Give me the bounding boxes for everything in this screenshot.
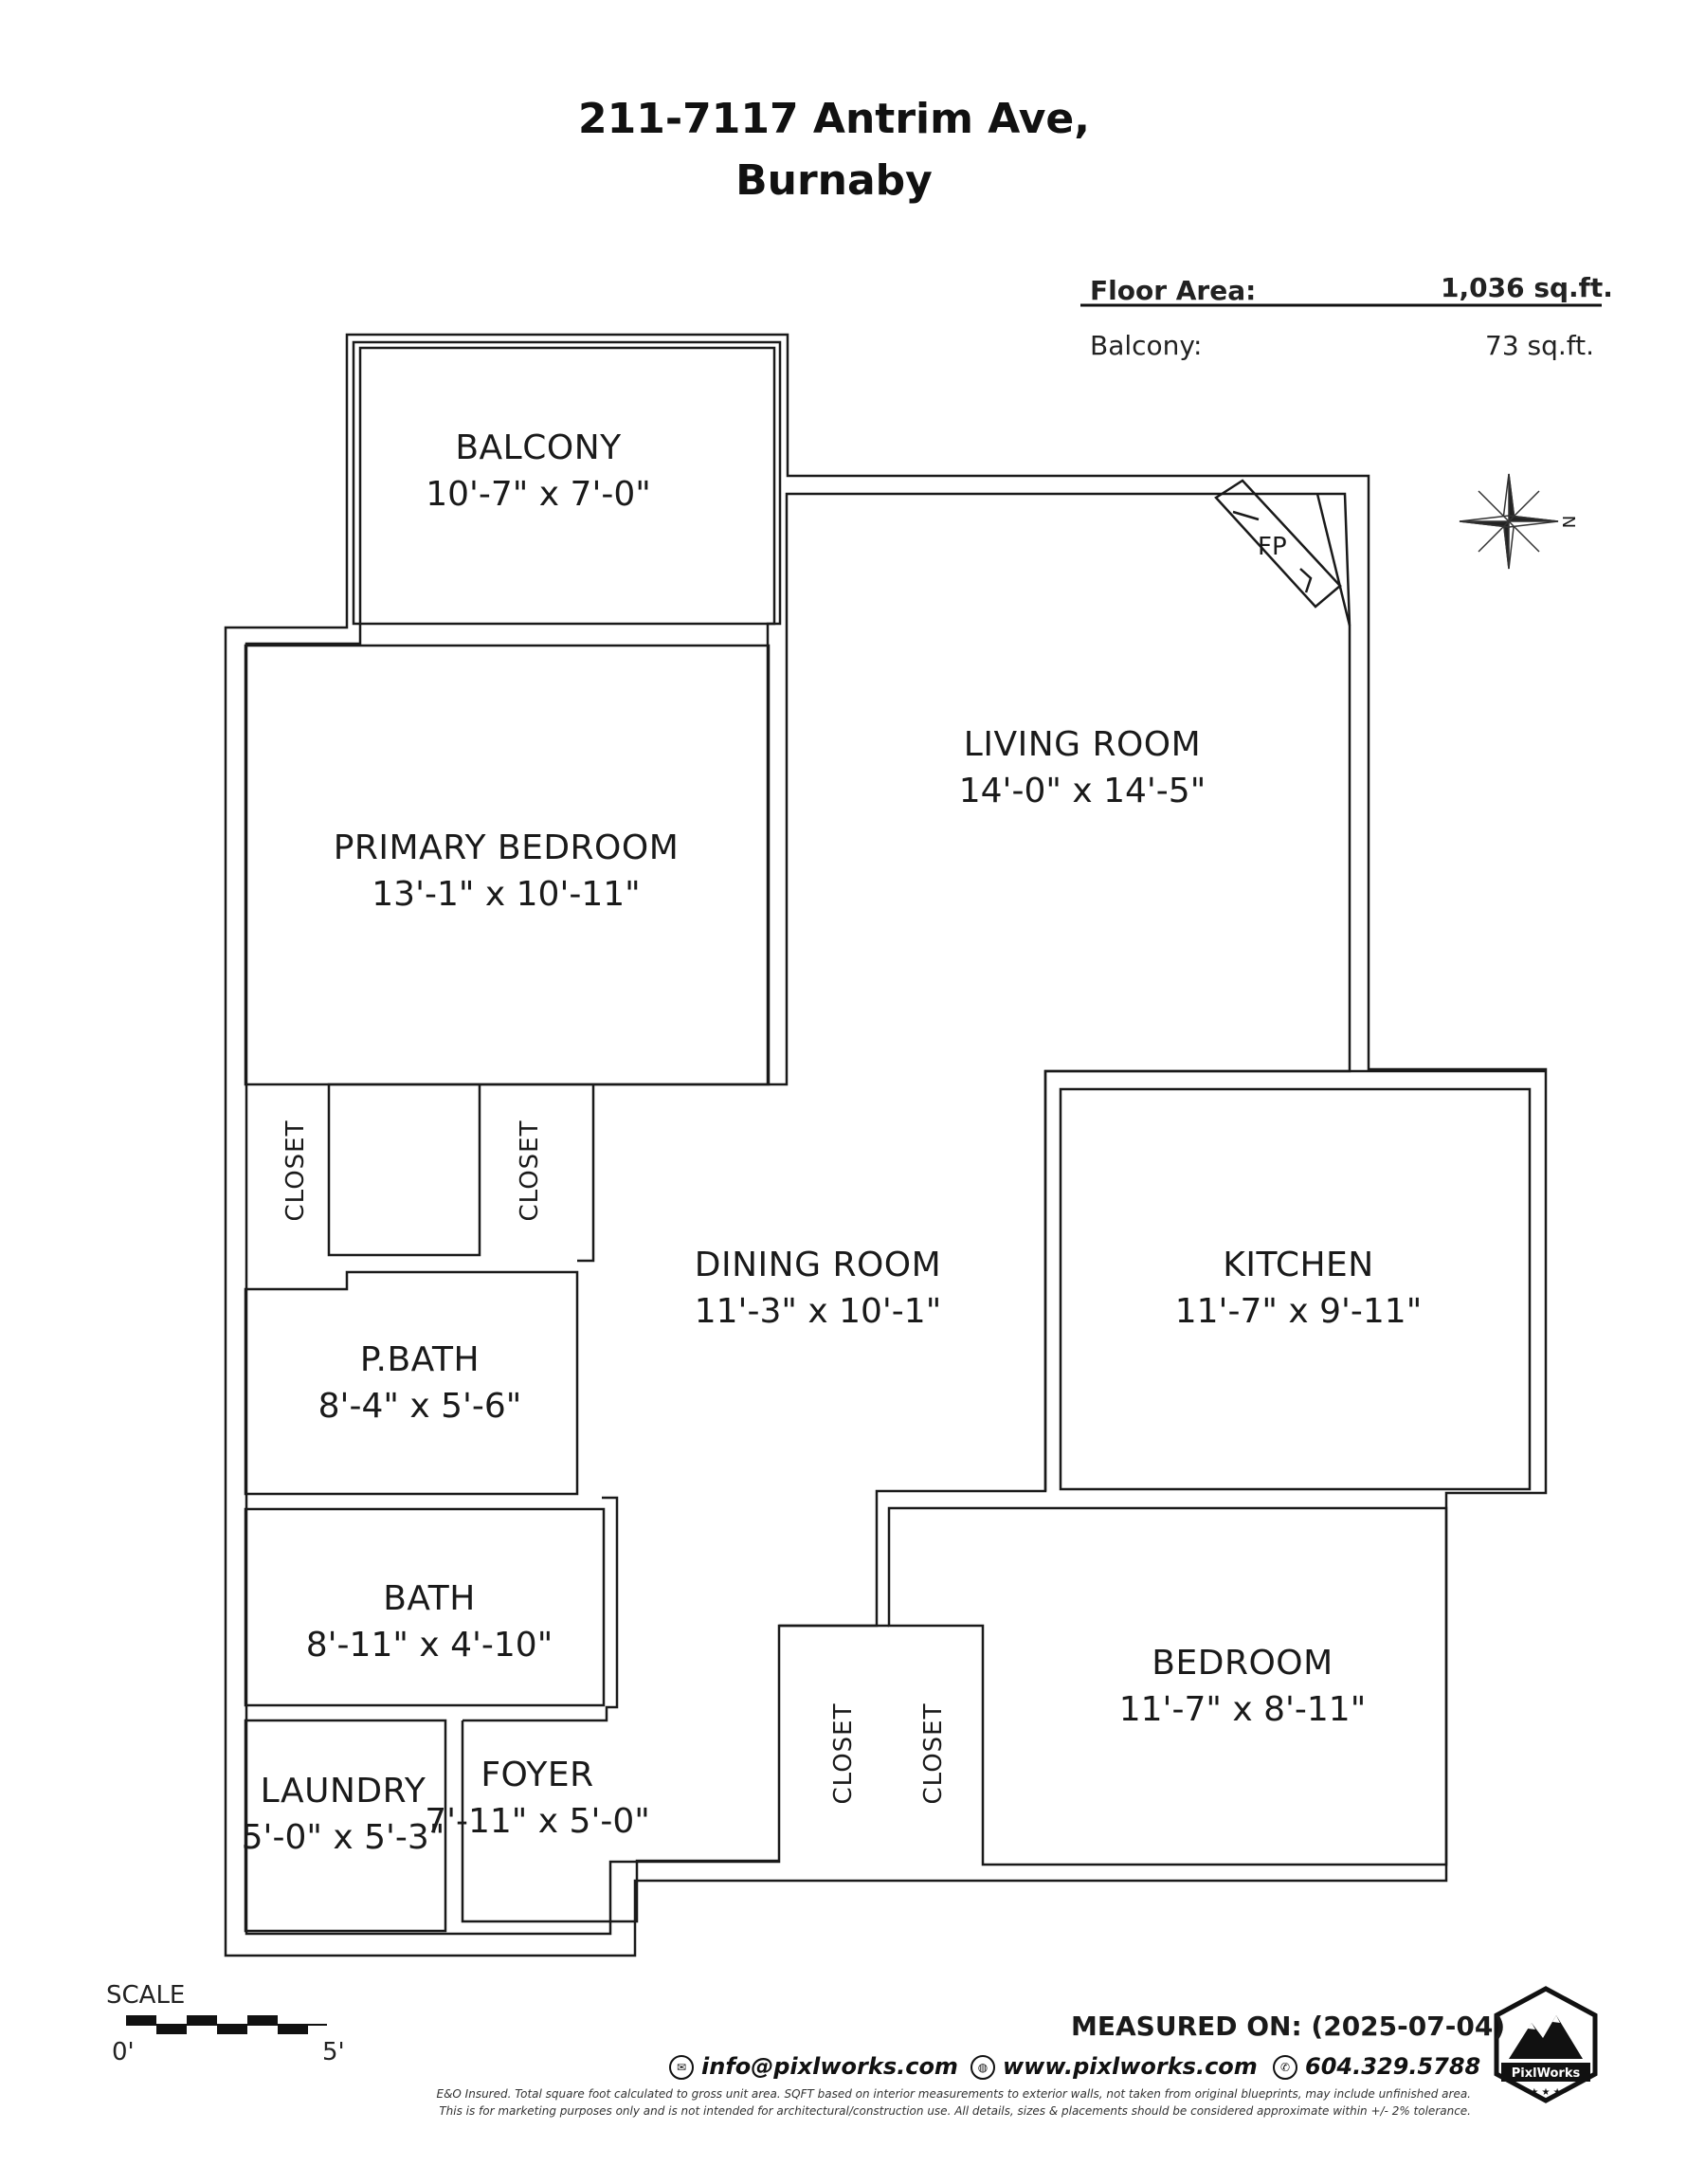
room-dimensions: 11'-7" x 8'-11" [1118, 1690, 1367, 1729]
scale-bar [126, 2015, 327, 2034]
room-name: BALCONY [455, 428, 622, 467]
room-name: DINING ROOM [694, 1246, 942, 1284]
room-dimensions: 8'-11" x 4'-10" [305, 1626, 553, 1665]
closet-label-bedroom-left: CLOSET [829, 1702, 858, 1805]
phone-text: 604.329.5788 [1305, 2053, 1481, 2080]
measured-on: MEASURED ON: (2025-07-04) [1071, 2011, 1506, 2042]
compass-north-label: N [1558, 515, 1579, 529]
room-dining-room: DINING ROOM 11'-3" x 10'-1" [695, 1246, 942, 1331]
scale-label: SCALE [106, 1981, 186, 2010]
fireplace-label: FP [1258, 533, 1287, 561]
disclaimer-line-1: E&O Insured. Total square foot calculate… [436, 2087, 1471, 2101]
room-kitchen: KITCHEN 11'-7" x 9'-11" [1175, 1246, 1423, 1331]
room-balcony: BALCONY 10'-7" x 7'-0" [426, 428, 651, 514]
pixlworks-logo-icon: PixlWorks ★ ★ ★ [1494, 1986, 1598, 2103]
room-dimensions: 7'-11" x 5'-0" [425, 1802, 650, 1841]
room-name: BATH [383, 1579, 476, 1618]
room-dimensions: 10'-7" x 7'-0" [426, 475, 651, 514]
closet-label-bedroom-right: CLOSET [919, 1702, 948, 1805]
foyer-walls [461, 1496, 779, 1923]
email-icon: ✉ [669, 2055, 694, 2080]
room-dimensions: 14'-0" x 14'-5" [958, 772, 1206, 810]
floor-area-value: 1,036 sq.ft. [1441, 272, 1613, 303]
phone-icon: ✆ [1273, 2055, 1297, 2080]
room-dimensions: 5'-0" x 5'-3" [241, 1818, 445, 1857]
closet-label-primary-right: CLOSET [516, 1119, 544, 1222]
logo-wordmark: PixlWorks [1512, 2066, 1581, 2081]
svg-text:★ ★ ★: ★ ★ ★ [1530, 2087, 1561, 2098]
website-text: www.pixlworks.com [1003, 2053, 1258, 2080]
living-room-angle [1315, 493, 1351, 627]
closet-label-primary-left: CLOSET [281, 1119, 310, 1222]
address-line-2: Burnaby [735, 156, 933, 205]
room-bedroom: BEDROOM 11'-7" x 8'-11" [1119, 1644, 1367, 1729]
room-living-room: LIVING ROOM 14'-0" x 14'-5" [959, 725, 1206, 810]
balcony-area-label: Balcony: [1090, 330, 1203, 361]
room-dimensions: 11'-3" x 10'-1" [694, 1292, 942, 1331]
room-p-bath: P.BATH 8'-4" x 5'-6" [318, 1340, 522, 1426]
fireplace-unit [1214, 479, 1342, 609]
scale-end: 5' [322, 2038, 345, 2066]
email-text: info@pixlworks.com [701, 2053, 958, 2080]
room-name: LAUNDRY [260, 1772, 426, 1811]
room-name: PRIMARY BEDROOM [333, 828, 680, 867]
laundry-walls [244, 1719, 447, 1933]
room-name: BEDROOM [1152, 1644, 1333, 1683]
room-name: KITCHEN [1223, 1246, 1374, 1284]
disclaimer-line-2: This is for marketing purposes only and … [439, 2104, 1471, 2118]
room-dimensions: 8'-4" x 5'-6" [317, 1387, 522, 1426]
contact-email[interactable]: ✉ info@pixlworks.com [669, 2053, 958, 2080]
room-foyer: FOYER 7'-11" x 5'-0" [425, 1756, 650, 1841]
room-laundry: LAUNDRY 5'-0" x 5'-3" [242, 1772, 445, 1857]
balcony-area-value: 73 sq.ft. [1485, 330, 1595, 361]
address-line-1: 211-7117 Antrim Ave, [578, 95, 1090, 143]
room-dimensions: 11'-7" x 9'-11" [1174, 1292, 1423, 1331]
room-name: LIVING ROOM [963, 725, 1202, 764]
contact-website[interactable]: ◍ www.pixlworks.com [970, 2053, 1258, 2080]
globe-icon: ◍ [970, 2055, 995, 2080]
kitchen-outer-walls [1043, 1069, 1546, 1491]
bath-walls [244, 1507, 606, 1707]
room-name: FOYER [481, 1756, 594, 1794]
primary-bedroom-walls [244, 644, 771, 1086]
p-bath-walls [244, 1270, 579, 1496]
room-name: P.BATH [359, 1340, 481, 1379]
dining-left-wall [577, 1084, 595, 1263]
room-bath: BATH 8'-11" x 4'-10" [306, 1579, 553, 1665]
contact-phone[interactable]: ✆ 604.329.5788 [1273, 2053, 1480, 2080]
balcony-inner-wall [352, 340, 782, 626]
room-primary-bedroom: PRIMARY BEDROOM 13'-1" x 10'-11" [334, 828, 680, 914]
floor-area-label: Floor Area: [1090, 275, 1257, 306]
kitchen-walls [1059, 1087, 1532, 1491]
outer-wall-outline [224, 333, 1548, 1957]
compass-icon [1459, 473, 1559, 570]
room-dimensions: 13'-1" x 10'-11" [372, 875, 641, 914]
scale-start: 0' [112, 2038, 135, 2066]
